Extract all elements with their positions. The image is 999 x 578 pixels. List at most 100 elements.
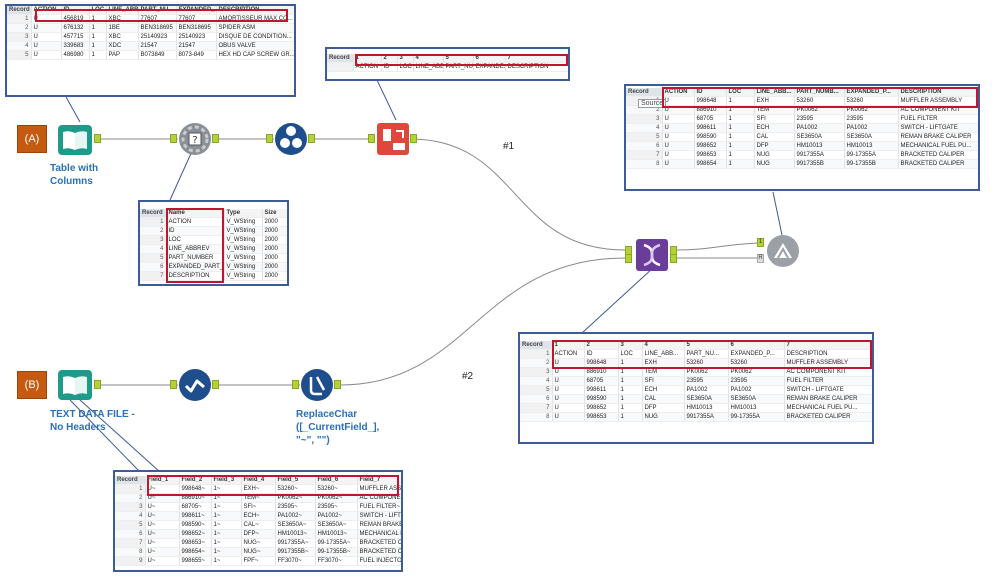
svg-text:?: ? <box>192 135 197 146</box>
input-anchor[interactable] <box>625 254 632 263</box>
union-icon <box>767 235 799 267</box>
col-header[interactable]: ID <box>61 6 90 15</box>
col-header[interactable]: LOC <box>89 6 107 15</box>
top-data-grid: Record ACTION ID LOC LINE_ABB... PART_NU… <box>7 6 294 60</box>
output-anchor[interactable] <box>94 380 101 389</box>
input-a-label: Table with Columns <box>50 163 99 187</box>
input-anchor[interactable] <box>170 380 177 389</box>
col-header[interactable]: LINE_ABB... <box>106 6 139 15</box>
book-icon <box>58 125 92 155</box>
table-header-row: Record Field_1 Field_2 Field_3 Field_4 F… <box>115 476 401 485</box>
table-row[interactable]: ACTION ID LOC LINE_ABB... PART_NU... EXP… <box>327 62 568 72</box>
output-anchor[interactable] <box>410 134 417 143</box>
connection-label-1: #1 <box>503 141 515 152</box>
output-grid: Record ACTION ID LOC LINE_ABB... PART_NU… <box>626 88 978 169</box>
input-data-tool-a[interactable] <box>57 124 93 156</box>
top-data-preview-panel: Record ACTION ID LOC LINE_ABB... PART_NU… <box>5 4 296 97</box>
transpose-preview-panel: Record 1 2 3 4 5 6 7 ACTION ID LOC LINE_… <box>325 47 570 81</box>
label-a-badge: (A) <box>17 125 47 153</box>
table-header-row: Record 1 2 3 4 5 6 7 <box>520 341 872 350</box>
col-header[interactable]: PART_NU... <box>138 6 177 15</box>
input-data-tool-b[interactable] <box>57 369 93 401</box>
record-header: Record <box>7 6 32 15</box>
data-cleansing-tool[interactable] <box>178 368 212 402</box>
input-anchor[interactable] <box>292 380 299 389</box>
col-header[interactable]: EXPANDED_... <box>176 6 217 15</box>
output-preview-panel: Record ACTION ID LOC LINE_ABB... PART_NU… <box>624 84 980 191</box>
output-anchor[interactable] <box>212 134 219 143</box>
table-header-row: Record Name Type Size <box>140 209 287 218</box>
table-row[interactable]: 1U9986481EXH5326053260MUFFLER ASSEMBLY <box>626 96 978 106</box>
replace-char-label: ReplaceChar ([_CurrentField_], "~", "") <box>296 409 380 446</box>
table-header-row: Record ACTION ID LOC LINE_ABB... PART_NU… <box>626 88 978 97</box>
dna-join-icon <box>636 239 668 271</box>
table-row[interactable]: 1U~998648~1~EXH~53260~53260~MUFFLER ASSE… <box>115 484 401 494</box>
transpose-tool[interactable] <box>376 122 410 156</box>
table-header-row: Record ACTION ID LOC LINE_ABB... PART_NU… <box>7 6 294 15</box>
output-anchor[interactable] <box>670 254 677 263</box>
union-input-r[interactable]: R <box>757 254 764 263</box>
join-tool[interactable] <box>635 238 669 272</box>
col-header[interactable]: ACTION <box>31 6 62 15</box>
input-anchor[interactable] <box>368 134 375 143</box>
check-icon <box>179 369 211 401</box>
col-header[interactable]: DESCRIPTION <box>216 6 294 15</box>
transpose-icon <box>377 123 409 155</box>
field-info-icon: ? <box>179 123 211 155</box>
input-anchor[interactable] <box>170 134 177 143</box>
multi-field-formula-tool[interactable] <box>300 368 334 402</box>
field-info-tool[interactable]: ? <box>178 122 212 156</box>
output-anchor[interactable] <box>94 134 101 143</box>
output-anchor[interactable] <box>308 134 315 143</box>
multi-field-formula-icon <box>301 369 333 401</box>
union-tool[interactable] <box>766 234 800 268</box>
source-tooltip: Source <box>638 99 667 108</box>
book-icon <box>58 370 92 400</box>
output-anchor[interactable] <box>212 380 219 389</box>
record-id-tool[interactable] <box>274 122 308 156</box>
input-anchor[interactable] <box>266 134 273 143</box>
table-header-row: Record 1 2 3 4 5 6 7 <box>327 54 568 63</box>
union-input-1[interactable]: 1 <box>757 238 764 247</box>
output-anchor[interactable] <box>334 380 341 389</box>
